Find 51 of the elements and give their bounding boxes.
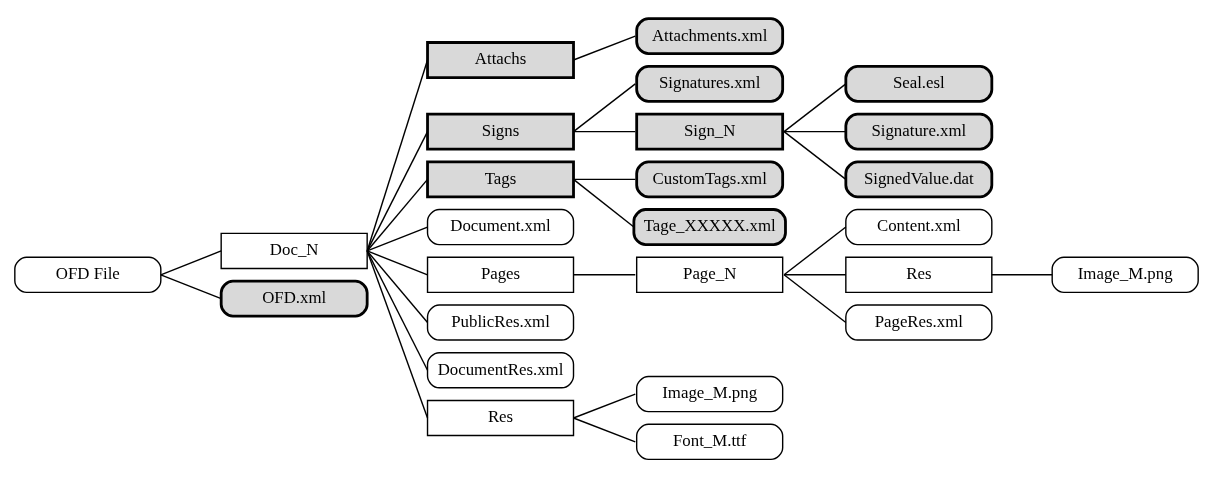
node-box: Image_M.png	[1051, 256, 1199, 294]
node-box: Font_M.ttf	[635, 423, 784, 461]
node-box: Image_M.png	[635, 375, 784, 413]
node-box: PageRes.xml	[845, 304, 993, 341]
node-box: Seal.esl	[844, 64, 994, 103]
connector	[366, 59, 429, 252]
connector	[783, 226, 847, 276]
connector	[991, 274, 1053, 276]
connector	[366, 226, 429, 252]
node-box: SignedValue.dat	[844, 160, 994, 199]
node-box: Attachments.xml	[635, 17, 785, 56]
connector	[572, 35, 636, 61]
connector	[366, 250, 429, 419]
node-box: DocumentRes.xml	[426, 352, 575, 389]
connector	[572, 130, 636, 133]
connector	[572, 417, 636, 443]
node-box: Sign_N	[635, 112, 785, 151]
connector	[366, 130, 429, 252]
node-box: Res	[845, 256, 993, 294]
node-box: Signs	[426, 112, 575, 151]
node-box: Tags	[426, 160, 575, 199]
node-box: Signature.xml	[844, 112, 994, 151]
connector	[783, 274, 847, 276]
node-box: Doc_N	[220, 232, 368, 270]
node-box: Attachs	[426, 41, 575, 79]
connector	[783, 130, 847, 181]
connector	[366, 250, 429, 324]
connector	[783, 274, 847, 324]
connector	[572, 393, 636, 419]
connector	[366, 250, 429, 276]
connector	[572, 83, 636, 133]
connector	[572, 178, 636, 181]
connector	[160, 250, 222, 276]
connector	[783, 130, 847, 133]
connector	[366, 178, 429, 252]
connector	[783, 83, 847, 133]
node-box: Content.xml	[845, 208, 993, 246]
node-box: Page_N	[635, 256, 784, 294]
node-box: Tage_XXXXX.xml	[632, 208, 787, 246]
connector	[366, 250, 429, 371]
node-box: Document.xml	[426, 208, 575, 246]
node-box: Res	[426, 399, 575, 437]
node-box: Signatures.xml	[635, 64, 785, 103]
connector	[572, 178, 635, 228]
node-box: CustomTags.xml	[635, 160, 785, 199]
node-box: Pages	[426, 256, 575, 294]
connector	[160, 274, 222, 300]
connector	[572, 274, 636, 276]
node-box: OFD.xml	[219, 279, 369, 318]
node-box: OFD File	[14, 256, 162, 294]
node-box: PublicRes.xml	[426, 304, 575, 341]
